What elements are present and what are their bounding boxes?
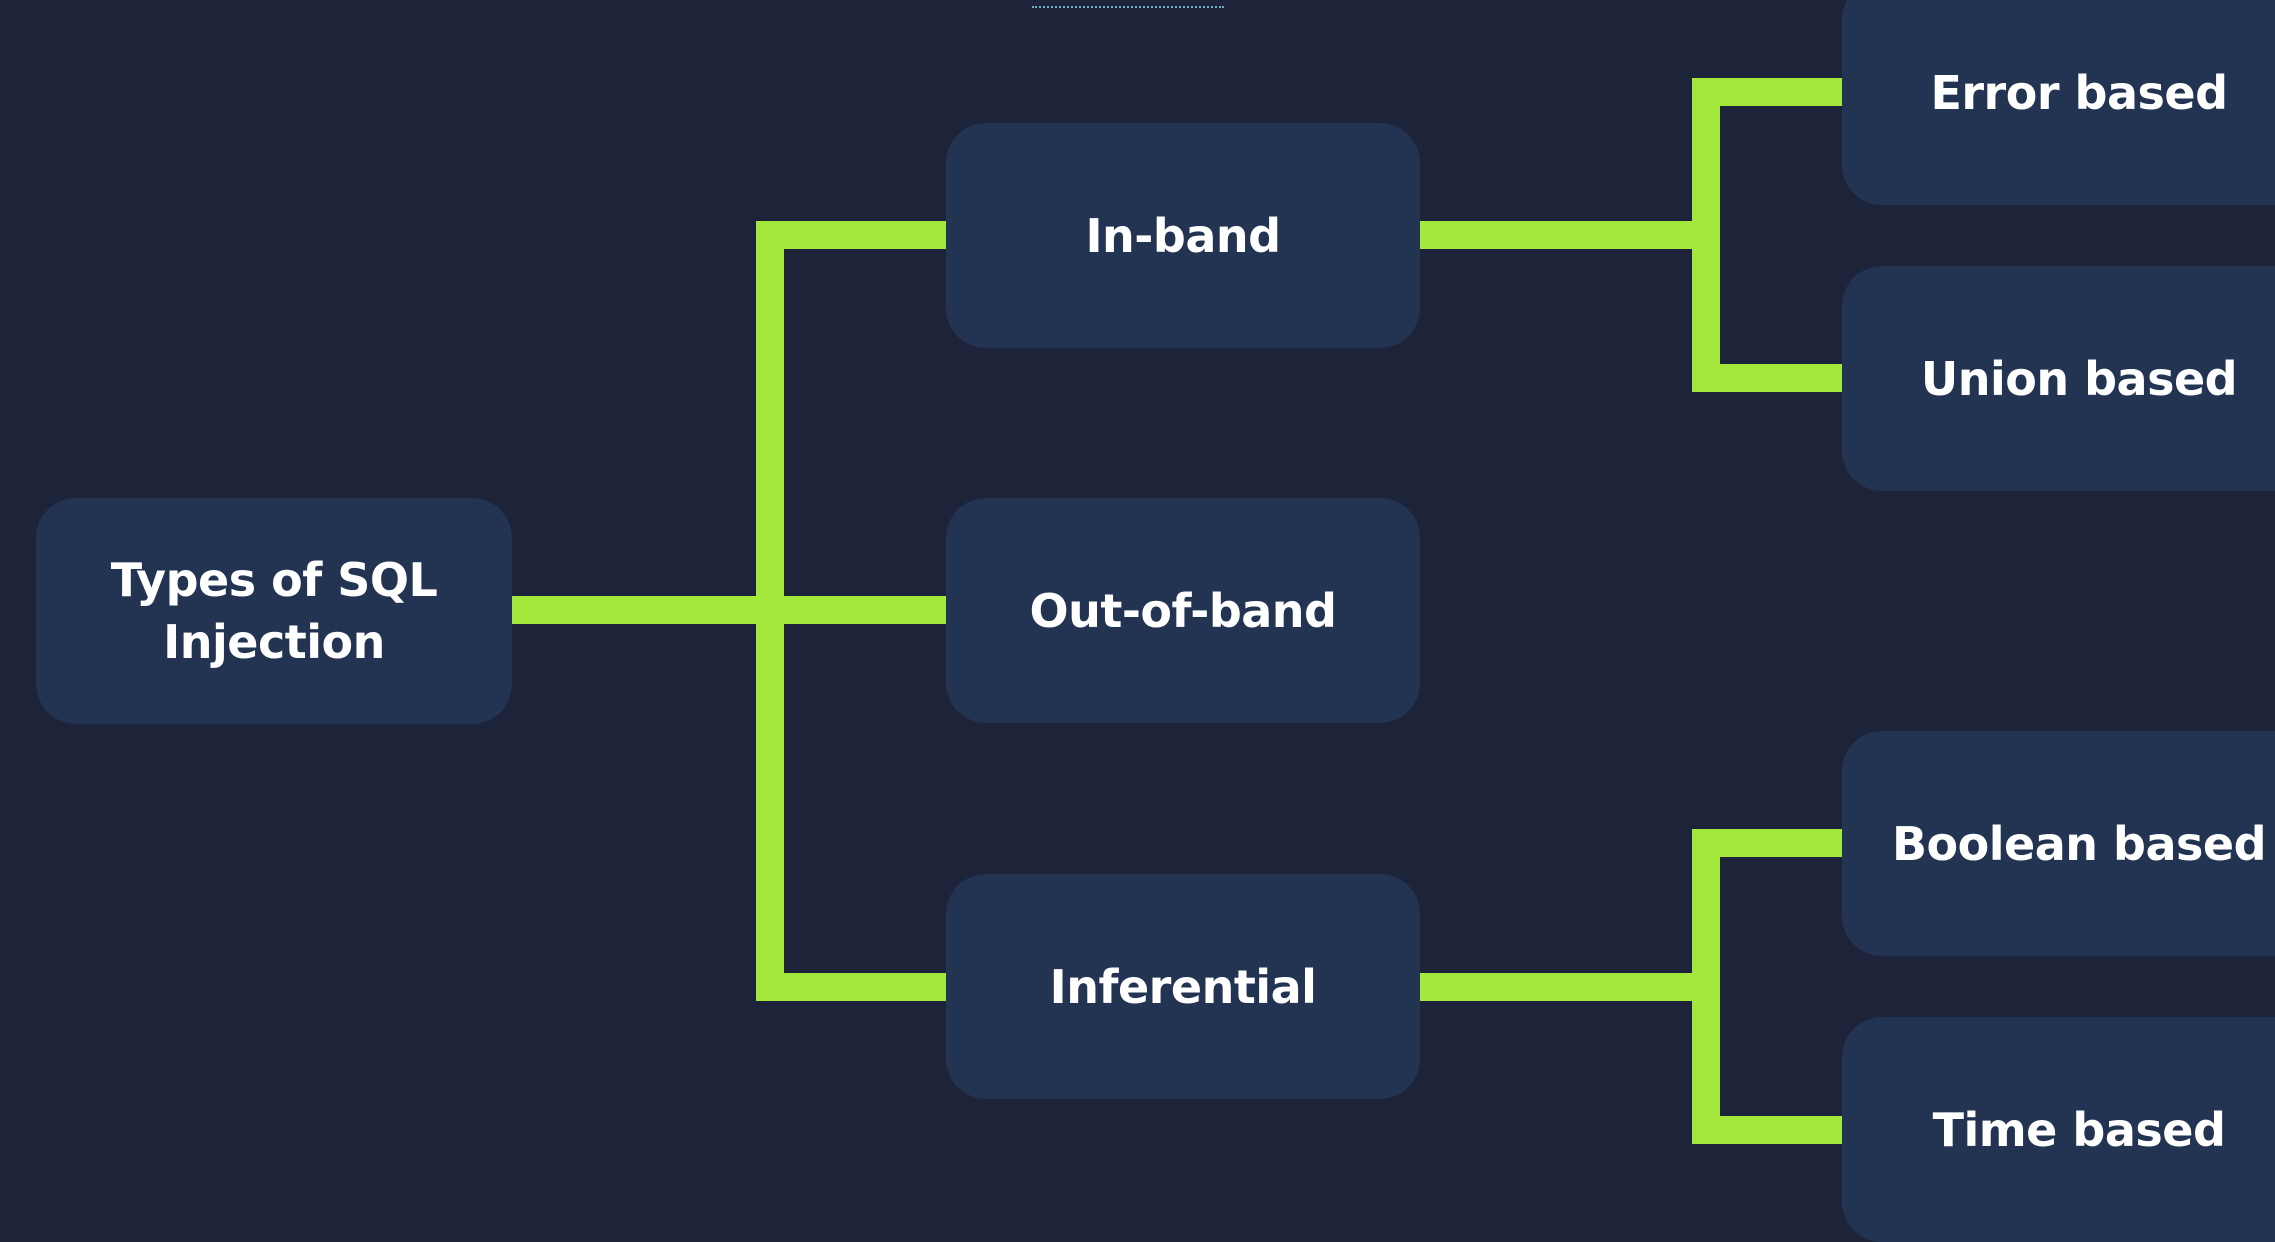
- connector-to-union-based: [1692, 364, 1842, 392]
- connector-in-band-stem: [1419, 221, 1693, 249]
- node-union-based-label: Union based: [1920, 351, 2238, 406]
- node-inferential: Inferential: [946, 874, 1420, 1099]
- node-boolean-based-label: Boolean based: [1891, 816, 2267, 871]
- connector-root-stem: [512, 596, 757, 624]
- node-boolean-based: Boolean based: [1842, 731, 2275, 956]
- connector-to-in-band: [756, 221, 946, 249]
- node-in-band-label: In-band: [1085, 208, 1281, 263]
- connector-to-time-based: [1692, 1116, 1842, 1144]
- node-out-of-band-label: Out-of-band: [1029, 583, 1337, 638]
- node-root-label: Types of SQL Injection: [110, 553, 438, 669]
- connector-inferential-stem: [1419, 973, 1693, 1001]
- node-error-based-label: Error based: [1930, 65, 2228, 120]
- node-error-based: Error based: [1842, 0, 2275, 205]
- connector-to-error-based: [1692, 78, 1842, 106]
- node-in-band: In-band: [946, 123, 1420, 348]
- connector-to-out-of-band: [756, 596, 946, 624]
- node-time-based: Time based: [1842, 1017, 2275, 1242]
- top-edge-artifact: [1032, 0, 1224, 8]
- node-time-based-label: Time based: [1932, 1102, 2226, 1157]
- sql-injection-tree-diagram: Types of SQL Injection In-band Out-of-ba…: [36, 0, 2275, 1242]
- node-root: Types of SQL Injection: [36, 498, 512, 724]
- node-out-of-band: Out-of-band: [946, 498, 1420, 723]
- connector-to-boolean-based: [1692, 829, 1842, 857]
- node-union-based: Union based: [1842, 266, 2275, 491]
- connector-in-band-spine: [1692, 78, 1720, 392]
- node-inferential-label: Inferential: [1049, 959, 1317, 1014]
- connector-inferential-spine: [1692, 829, 1720, 1144]
- connector-to-inferential: [756, 973, 946, 1001]
